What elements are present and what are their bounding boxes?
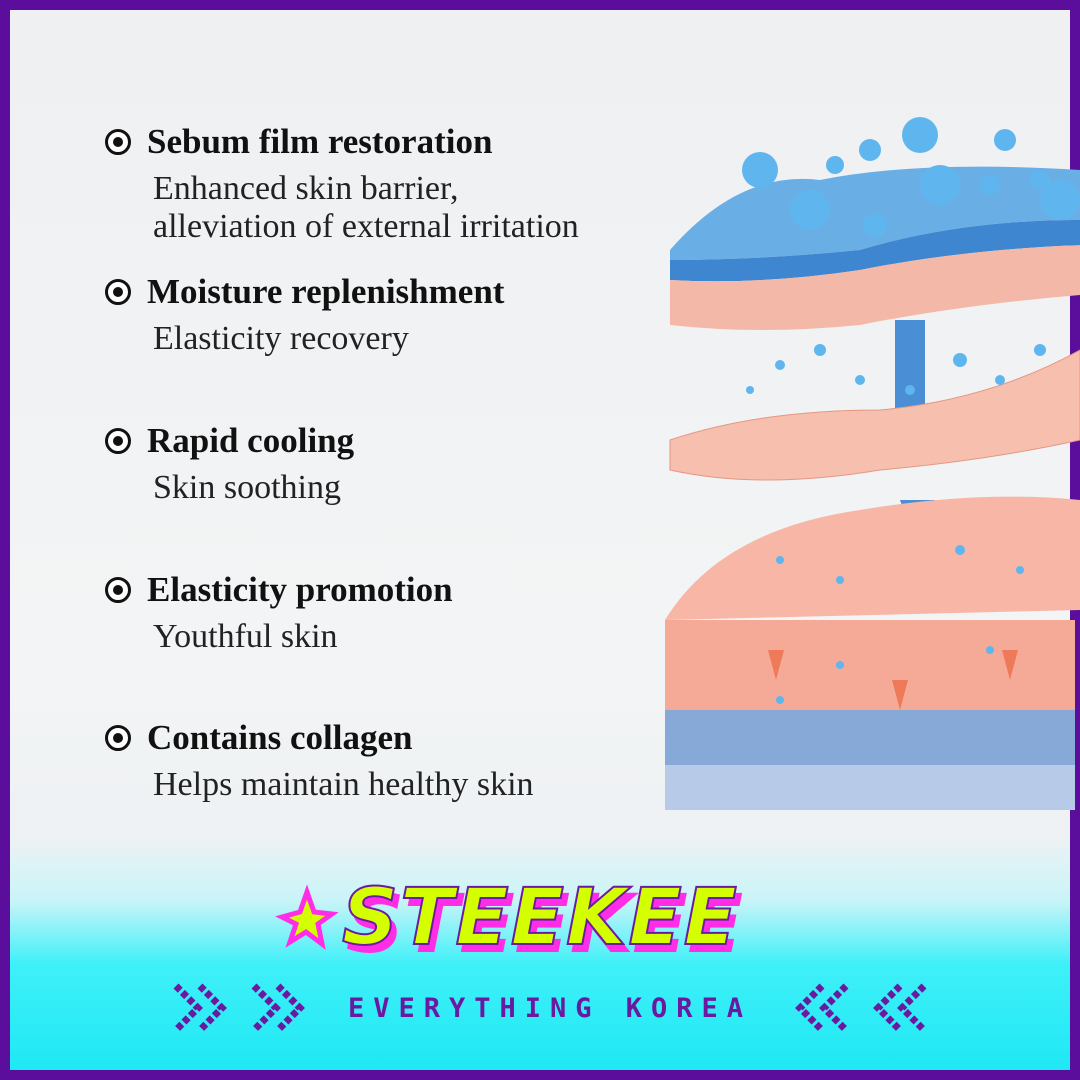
steekee-logo: STEEKEE (275, 872, 739, 962)
feature-title: Contains collagen (147, 718, 413, 757)
chevron-right-icon (173, 983, 227, 1033)
feature-cooling: Rapid cooling Skin soothing (105, 421, 354, 507)
brand-tagline: EVERYTHING KOREA (347, 992, 753, 1024)
feature-desc: Helps maintain healthy skin (153, 766, 534, 803)
feature-desc: Skin soothing (153, 469, 341, 506)
feature-title: Elasticity promotion (147, 570, 453, 609)
feature-desc-line: alleviation of external irritation (153, 208, 579, 245)
feature-desc: Enhanced skin barrier,alleviation of ext… (153, 170, 579, 246)
chevron-left-icon (873, 983, 927, 1033)
brand-name: STEEKEE (342, 873, 739, 962)
radio-bullet-icon (105, 279, 131, 305)
star-icon (275, 884, 339, 950)
feature-collagen: Contains collagen Helps maintain healthy… (105, 718, 534, 804)
radio-bullet-icon (105, 129, 131, 155)
feature-moisture: Moisture replenishment Elasticity recove… (105, 272, 504, 358)
skin-layers-illustration (665, 117, 1080, 810)
radio-bullet-icon (105, 725, 131, 751)
feature-title: Rapid cooling (147, 421, 355, 460)
radio-bullet-icon (105, 428, 131, 454)
feature-desc-line: Enhanced skin barrier, (153, 170, 459, 207)
feature-sebum: Sebum film restoration Enhanced skin bar… (105, 122, 579, 246)
feature-desc: Elasticity recovery (153, 320, 409, 357)
feature-elasticity: Elasticity promotion Youthful skin (105, 570, 453, 656)
radio-bullet-icon (105, 577, 131, 603)
feature-desc: Youthful skin (153, 618, 338, 655)
tagline-row: EVERYTHING KOREA (10, 980, 1080, 1036)
chevron-left-icon (795, 983, 849, 1033)
feature-title: Sebum film restoration (147, 122, 493, 161)
feature-title: Moisture replenishment (147, 272, 505, 311)
chevron-right-icon (251, 983, 305, 1033)
